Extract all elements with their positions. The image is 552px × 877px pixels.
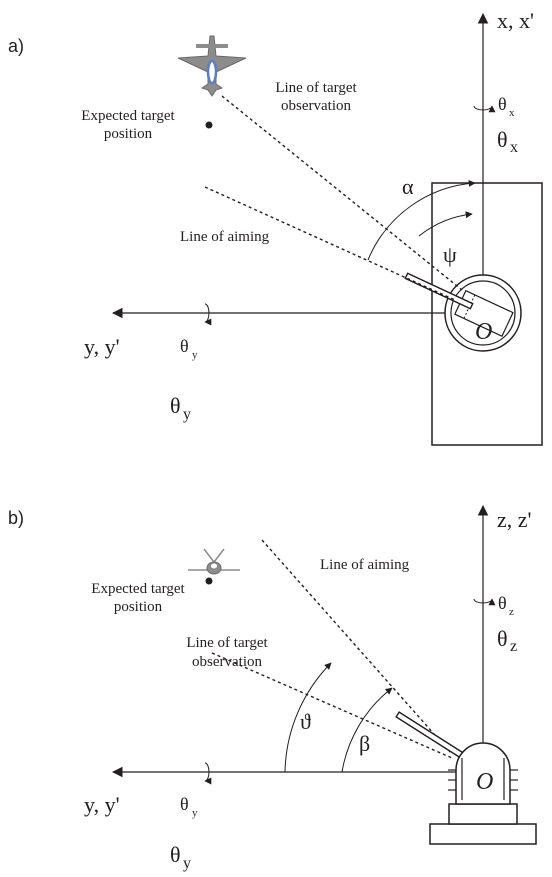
panel-b: b) z, z' θ z θ z y, y' θ y θ y bbox=[8, 504, 537, 872]
rotation-z-icon bbox=[473, 598, 496, 606]
y-axis-label-bottom: y, y' bbox=[84, 792, 120, 817]
theta-z-large: θ bbox=[497, 626, 508, 651]
y-axis-label: y, y' bbox=[84, 334, 120, 359]
expected-target-dot-top bbox=[205, 121, 213, 129]
theta-y-small-sub-bottom: y bbox=[192, 807, 198, 819]
aircraft-front-view-icon bbox=[188, 548, 240, 575]
expected-target-line2-side: position bbox=[114, 599, 163, 615]
expected-target-line2-top: position bbox=[104, 126, 153, 142]
expected-target-line1-top: Expected target bbox=[81, 108, 175, 124]
theta-y-large-sub: y bbox=[183, 406, 191, 423]
theta-x-small: θ bbox=[498, 94, 507, 114]
rotation-x-icon bbox=[473, 105, 496, 113]
vartheta-label: ϑ bbox=[300, 709, 311, 734]
angle-beta-arc bbox=[341, 687, 393, 773]
theta-y-large-sub-bottom: y bbox=[183, 855, 191, 872]
psi-label: ψ bbox=[443, 242, 457, 267]
line-of-target-observation-top bbox=[221, 95, 463, 291]
theta-y-small-bottom: θ bbox=[180, 794, 189, 814]
gun-barrel-top-inner bbox=[406, 274, 472, 308]
expected-target-line1-side: Expected target bbox=[91, 581, 185, 597]
vehicle-body-top-view bbox=[431, 182, 543, 446]
observation-line1-top: Line of target bbox=[275, 80, 357, 96]
expected-target-dot-side bbox=[205, 577, 213, 585]
theta-y-large: θ bbox=[170, 393, 181, 418]
turret-side-view bbox=[429, 742, 537, 845]
aiming-label-top: Line of aiming bbox=[180, 229, 270, 245]
panel-a-label: a) bbox=[8, 36, 24, 56]
line-of-target-observation-side bbox=[211, 652, 453, 759]
origin-o-top: O bbox=[475, 319, 492, 345]
theta-x-large-sub: x bbox=[510, 139, 518, 156]
rotation-y-icon bbox=[204, 303, 212, 326]
line-of-aiming-side bbox=[261, 539, 451, 753]
turret-inner-ring bbox=[450, 280, 516, 346]
line-of-aiming-top bbox=[204, 186, 456, 301]
beta-label: β bbox=[359, 731, 370, 756]
angle-alpha-arc bbox=[367, 179, 476, 261]
panel-b-label: b) bbox=[8, 508, 24, 528]
theta-x-large: θ bbox=[497, 127, 508, 152]
theta-y-small: θ bbox=[180, 336, 189, 356]
z-axis-label: z, z' bbox=[497, 507, 532, 532]
origin-o-side: O bbox=[476, 769, 493, 795]
theta-z-small-sub: z bbox=[509, 606, 514, 618]
theta-z-large-sub: z bbox=[510, 638, 517, 655]
aiming-label-side: Line of aiming bbox=[320, 557, 410, 573]
angle-psi-arc bbox=[418, 211, 473, 237]
theta-y-small-sub: y bbox=[192, 349, 198, 361]
angle-vartheta-arc bbox=[284, 662, 332, 773]
observation-line2-top: observation bbox=[281, 98, 351, 114]
observation-line1-side: Line of target bbox=[186, 635, 268, 651]
aircraft-top-view-icon bbox=[177, 35, 247, 97]
observation-line2-side: observation bbox=[192, 654, 262, 670]
rotation-y-bottom-icon bbox=[204, 762, 212, 785]
theta-z-small: θ bbox=[498, 593, 507, 613]
alpha-label: α bbox=[402, 174, 414, 199]
theta-y-large-bottom: θ bbox=[170, 842, 181, 867]
theta-x-small-sub: x bbox=[509, 107, 515, 119]
panel-a: a) x, x' θ x θ x y, y' θ y θ y O bbox=[8, 8, 543, 446]
gun-barrel-side-inner bbox=[397, 713, 469, 761]
x-axis-label: x, x' bbox=[497, 8, 534, 33]
